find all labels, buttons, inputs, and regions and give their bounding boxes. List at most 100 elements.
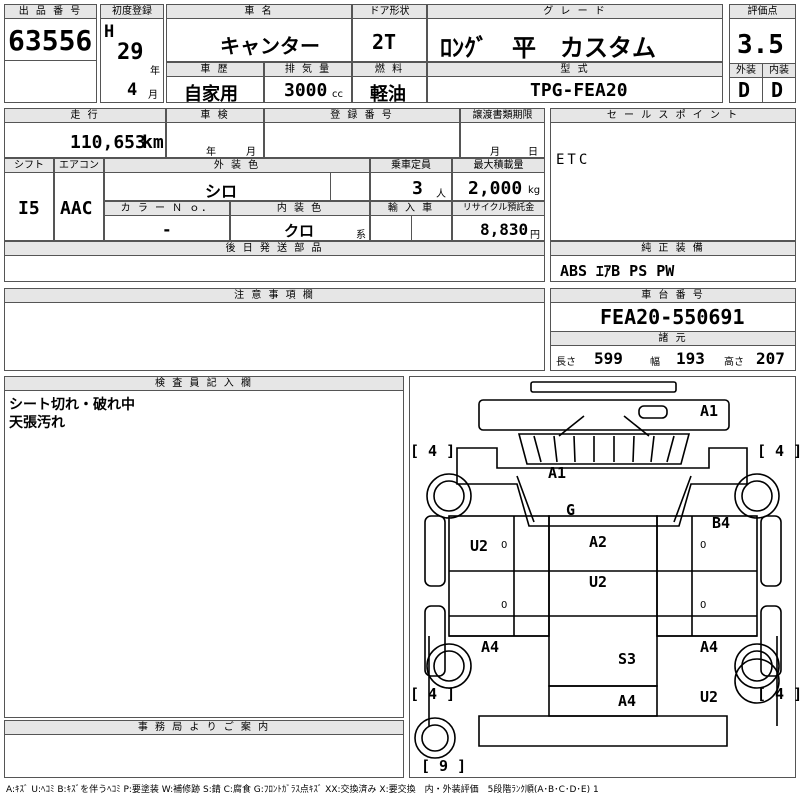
era: H: [104, 22, 115, 42]
tyre-front-left: [ 4 ]: [410, 442, 456, 460]
exterior-grade-header: 外装: [729, 63, 763, 78]
sales-point: ETC: [556, 152, 591, 168]
chassis-no: FEA20-550691: [600, 305, 745, 329]
tyre-rear-left: [ 4 ]: [410, 685, 456, 703]
lot-no: 63556: [8, 24, 93, 57]
aircon-header: エアコン: [54, 158, 104, 173]
fuel: 軽油: [370, 84, 406, 105]
import-header: 輸 入 車: [370, 201, 452, 216]
first-reg-header: 初度登録: [100, 4, 164, 19]
diagram-frame: [409, 376, 796, 778]
mark-a2: A2: [589, 533, 608, 551]
transfer-header: 譲渡書類期限: [460, 108, 545, 123]
width-label: 幅: [650, 357, 660, 368]
sales-point-header: セ ー ル ス ポ イ ン ト: [550, 108, 796, 123]
ext-color: シロ: [205, 182, 238, 201]
color-no: -: [162, 220, 172, 239]
later-parts-header: 後 日 発 送 部 品: [4, 241, 545, 256]
mark-s3: S3: [618, 650, 637, 668]
door-header: ドア形状: [352, 4, 427, 19]
int-color-suffix: 系: [356, 230, 366, 241]
mark-right-0b: 0: [700, 600, 707, 611]
reg-year-unit: 年: [150, 66, 160, 77]
mark-top-a1: A1: [700, 402, 719, 420]
mark-b4: B4: [712, 514, 731, 532]
aircon: AAC: [60, 198, 93, 219]
max-load-header: 最大積載量: [452, 158, 545, 173]
car-name-header: 車 名: [166, 4, 352, 19]
mark-bottom-a4: A4: [618, 692, 637, 710]
import-divider: [411, 216, 412, 241]
mileage: 110,653: [70, 132, 146, 153]
sales-point-cell: [550, 108, 796, 241]
tyre-front-right: [ 4 ]: [757, 442, 800, 460]
length-label: 長さ: [556, 357, 576, 368]
grade-header: グ レ ー ド: [427, 4, 723, 19]
reg-month: 4: [127, 80, 138, 100]
max-load-unit: kg: [528, 185, 541, 196]
reg-no-header: 登 録 番 号: [264, 108, 460, 123]
genuine-header: 純 正 装 備: [550, 241, 796, 256]
grade: ﾛﾝｸﾞ 平 カスタム: [440, 34, 656, 62]
genuine: ABS ｴｱB PS PW: [560, 262, 675, 280]
mark-left-0a: 0: [501, 540, 508, 551]
mark-bed-u2: U2: [589, 573, 608, 591]
recycle-header: リサイクル預託金: [452, 201, 545, 216]
chassis-header: 車 台 番 号: [550, 288, 796, 303]
mark-left-0b: 0: [501, 600, 508, 611]
mark-cab-a1: A1: [548, 464, 567, 482]
transfer-month-unit: 月: [490, 147, 500, 158]
inspector-note-2: 天張汚れ: [9, 415, 65, 431]
displacement-header: 排 気 量: [264, 62, 352, 77]
fuel-header: 燃 料: [352, 62, 427, 77]
mark-right-u2: U2: [700, 688, 719, 706]
inspection-header: 車 検: [166, 108, 264, 123]
mark-right-0a: 0: [700, 540, 707, 551]
reg-year: 29: [117, 40, 144, 65]
inspection-month-unit: 月: [246, 147, 256, 158]
office-header: 事 務 局 よ り ご 案 内: [4, 720, 404, 735]
history: 自家用: [184, 84, 238, 105]
displacement-unit: cc: [332, 89, 343, 100]
score-header: 評価点: [729, 4, 796, 19]
mark-left-a4: A4: [481, 638, 500, 656]
inspection-year-unit: 年: [206, 147, 216, 158]
model-code-header: 型 式: [427, 62, 723, 77]
capacity: 3: [412, 178, 423, 199]
mileage-header: 走 行: [4, 108, 166, 123]
color-no-header: カ ラ ー Ｎ ｏ．: [104, 201, 230, 216]
shift-header: シフト: [4, 158, 54, 173]
transfer-day-unit: 日: [528, 147, 538, 158]
mark-right-a4: A4: [700, 638, 719, 656]
legend: A:ｷｽﾞ U:ﾍｺﾐ B:ｷｽﾞを伴うﾍｺﾐ P:要塗装 W:補修跡 S:錆 …: [6, 785, 599, 795]
notes-header: 注 意 事 項 欄: [4, 288, 545, 303]
interior-grade-header: 内装: [762, 63, 796, 78]
lot-no-divider: [4, 60, 97, 61]
length: 599: [594, 349, 623, 368]
height-label: 高さ: [724, 357, 744, 368]
int-color: クロ: [284, 222, 315, 240]
inspector-header: 検 査 員 記 入 欄: [4, 376, 404, 391]
inspector-note-1: シート切れ・破れ中: [9, 397, 135, 413]
truck-diagram: [414, 381, 782, 759]
history-header: 車 歴: [166, 62, 264, 77]
max-load: 2,000: [468, 178, 523, 199]
exterior-grade: D: [738, 78, 751, 102]
capacity-header: 乗車定員: [370, 158, 452, 173]
model-code: TPG-FEA20: [530, 80, 628, 101]
displacement: 3000: [284, 80, 328, 101]
ext-color-header: 外 装 色: [104, 158, 370, 173]
specs-header: 諸 元: [550, 331, 796, 346]
reg-month-unit: 月: [148, 90, 158, 101]
mark-g: G: [566, 501, 576, 519]
car-name: キャンター: [220, 34, 320, 58]
ext-color-divider: [330, 173, 331, 201]
recycle-unit: 円: [530, 230, 540, 241]
tyre-rear-right: [ 4 ]: [757, 685, 800, 703]
lot-no-header: 出 品 番 号: [4, 4, 97, 19]
tyre-spare: [ 9 ]: [421, 757, 467, 775]
grade-divider: [762, 78, 763, 103]
interior-grade: D: [771, 78, 784, 102]
mileage-unit: km: [142, 132, 164, 153]
recycle: 8,830: [480, 220, 529, 239]
